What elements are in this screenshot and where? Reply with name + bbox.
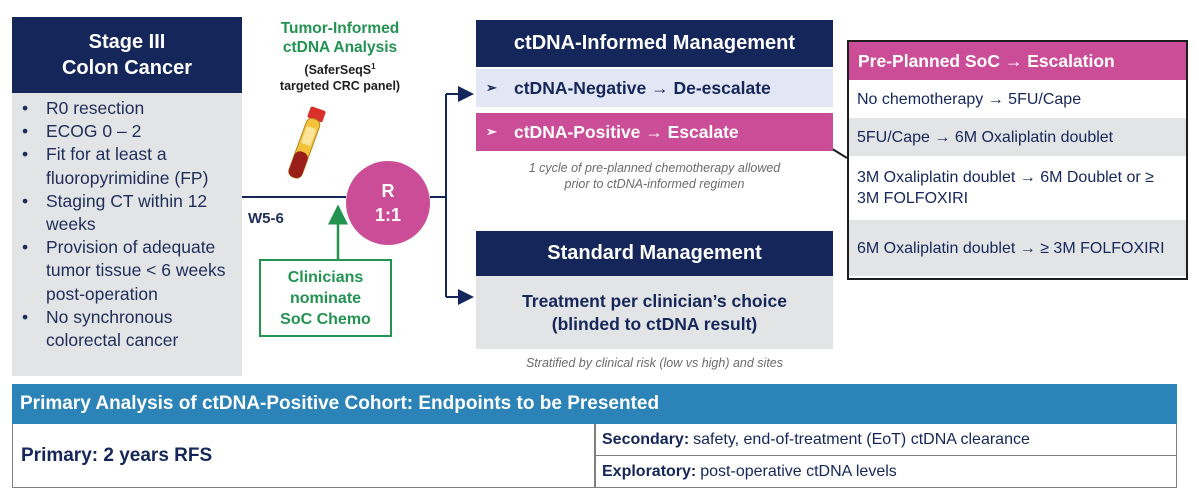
escalation-row: No chemotherapy → 5FU/Cape [849, 80, 1186, 116]
clinicians-line3: SoC Chemo [280, 310, 371, 328]
criterion-item: Provision of adequate tumor tissue < 6 w… [18, 236, 236, 306]
bullet-arrow-icon: ➢ [486, 80, 497, 95]
week-label: W5-6 [248, 210, 284, 227]
cycle-note-line2: prior to ctDNA-informed regimen [564, 177, 745, 191]
tumor-informed-subtitle: (SaferSeqS1 targeted CRC panel) [255, 59, 425, 94]
secondary-text: safety, end-of-treatment (EoT) ctDNA cle… [693, 430, 1030, 448]
tumor-informed-title: Tumor-Informed ctDNA Analysis [255, 19, 425, 57]
eligibility-criteria: R0 resection ECOG 0 – 2 Fit for at least… [12, 93, 242, 376]
bullet-arrow-icon: ➢ [486, 124, 497, 139]
criterion-item: ECOG 0 – 2 [18, 120, 236, 143]
standard-management-header: Standard Management [476, 231, 833, 276]
cycle-note: 1 cycle of pre-planned chemotherapy allo… [476, 160, 833, 192]
stage-title-line2: Colon Cancer [61, 57, 193, 79]
stage-header: Stage III Colon Cancer [12, 17, 242, 93]
randomization-circle: R 1:1 [346, 161, 430, 245]
escalation-row: 5FU/Cape → 6M Oxaliplatin doublet [849, 116, 1186, 156]
randomize-ratio: 1:1 [374, 205, 401, 225]
stage-title-line1: Stage III [88, 31, 166, 53]
tumor-title-line2: ctDNA Analysis [282, 39, 398, 56]
ctdna-management-header: ctDNA-Informed Management [476, 20, 833, 67]
ctdna-negative-label: ctDNA-Negative → De-escalate [514, 77, 771, 98]
ctdna-positive-row: ➢ ctDNA-Positive → Escalate [476, 113, 833, 151]
cycle-note-line1: 1 cycle of pre-planned chemotherapy allo… [528, 161, 781, 175]
clinicians-line1: Clinicians [287, 268, 364, 286]
ctdna-positive-label: ctDNA-Positive → Escalate [514, 121, 739, 142]
clinicians-box: Clinicians nominate SoC Chemo [259, 259, 392, 337]
criterion-item: Fit for at least a fluoropyrimidine (FP) [18, 143, 236, 189]
criterion-item: R0 resection [18, 97, 236, 120]
standard-line1: Treatment per clinician’s choice [522, 290, 787, 311]
analysis-header: Primary Analysis of ctDNA-Positive Cohor… [12, 384, 1177, 424]
saferseqs-name: SaferSeqS [308, 63, 372, 78]
clinicians-line2: nominate [289, 289, 362, 307]
saferseqs-sup: 1 [371, 62, 376, 71]
escalation-table: Pre-Planned SoC → Escalation No chemothe… [847, 40, 1188, 280]
tumor-sub-line2: targeted CRC panel) [279, 79, 401, 94]
exploratory-text: post-operative ctDNA levels [700, 462, 897, 480]
exploratory-endpoint: Exploratory: post-operative ctDNA levels [595, 456, 1177, 488]
tumor-sub-open: ( [304, 63, 309, 78]
tumor-title-line1: Tumor-Informed [280, 20, 400, 37]
exploratory-label: Exploratory: [602, 462, 697, 480]
secondary-label: Secondary: [602, 430, 690, 448]
secondary-endpoint: Secondary: safety, end-of-treatment (EoT… [595, 424, 1177, 456]
standard-management-box: Treatment per clinician’s choice (blinde… [476, 276, 833, 349]
ctdna-negative-row: ➢ ctDNA-Negative → De-escalate [476, 69, 833, 107]
escalation-header: Pre-Planned SoC → Escalation [849, 42, 1186, 80]
randomize-r: R [381, 181, 395, 201]
primary-endpoint: Primary: 2 years RFS [12, 424, 595, 488]
criterion-item: Staging CT within 12 weeks [18, 190, 236, 236]
escalation-row: 3M Oxaliplatin doublet → 6M Doublet or ≥… [849, 156, 1186, 218]
escalation-row: 6M Oxaliplatin doublet → ≥ 3M FOLFOXIRI [849, 218, 1186, 276]
criterion-item: No synchronous colorectal cancer [18, 306, 236, 352]
standard-line2: (blinded to ctDNA result) [551, 313, 758, 334]
blood-tube-icon [288, 106, 326, 179]
stratification-note: Stratified by clinical risk (low vs high… [525, 356, 784, 370]
